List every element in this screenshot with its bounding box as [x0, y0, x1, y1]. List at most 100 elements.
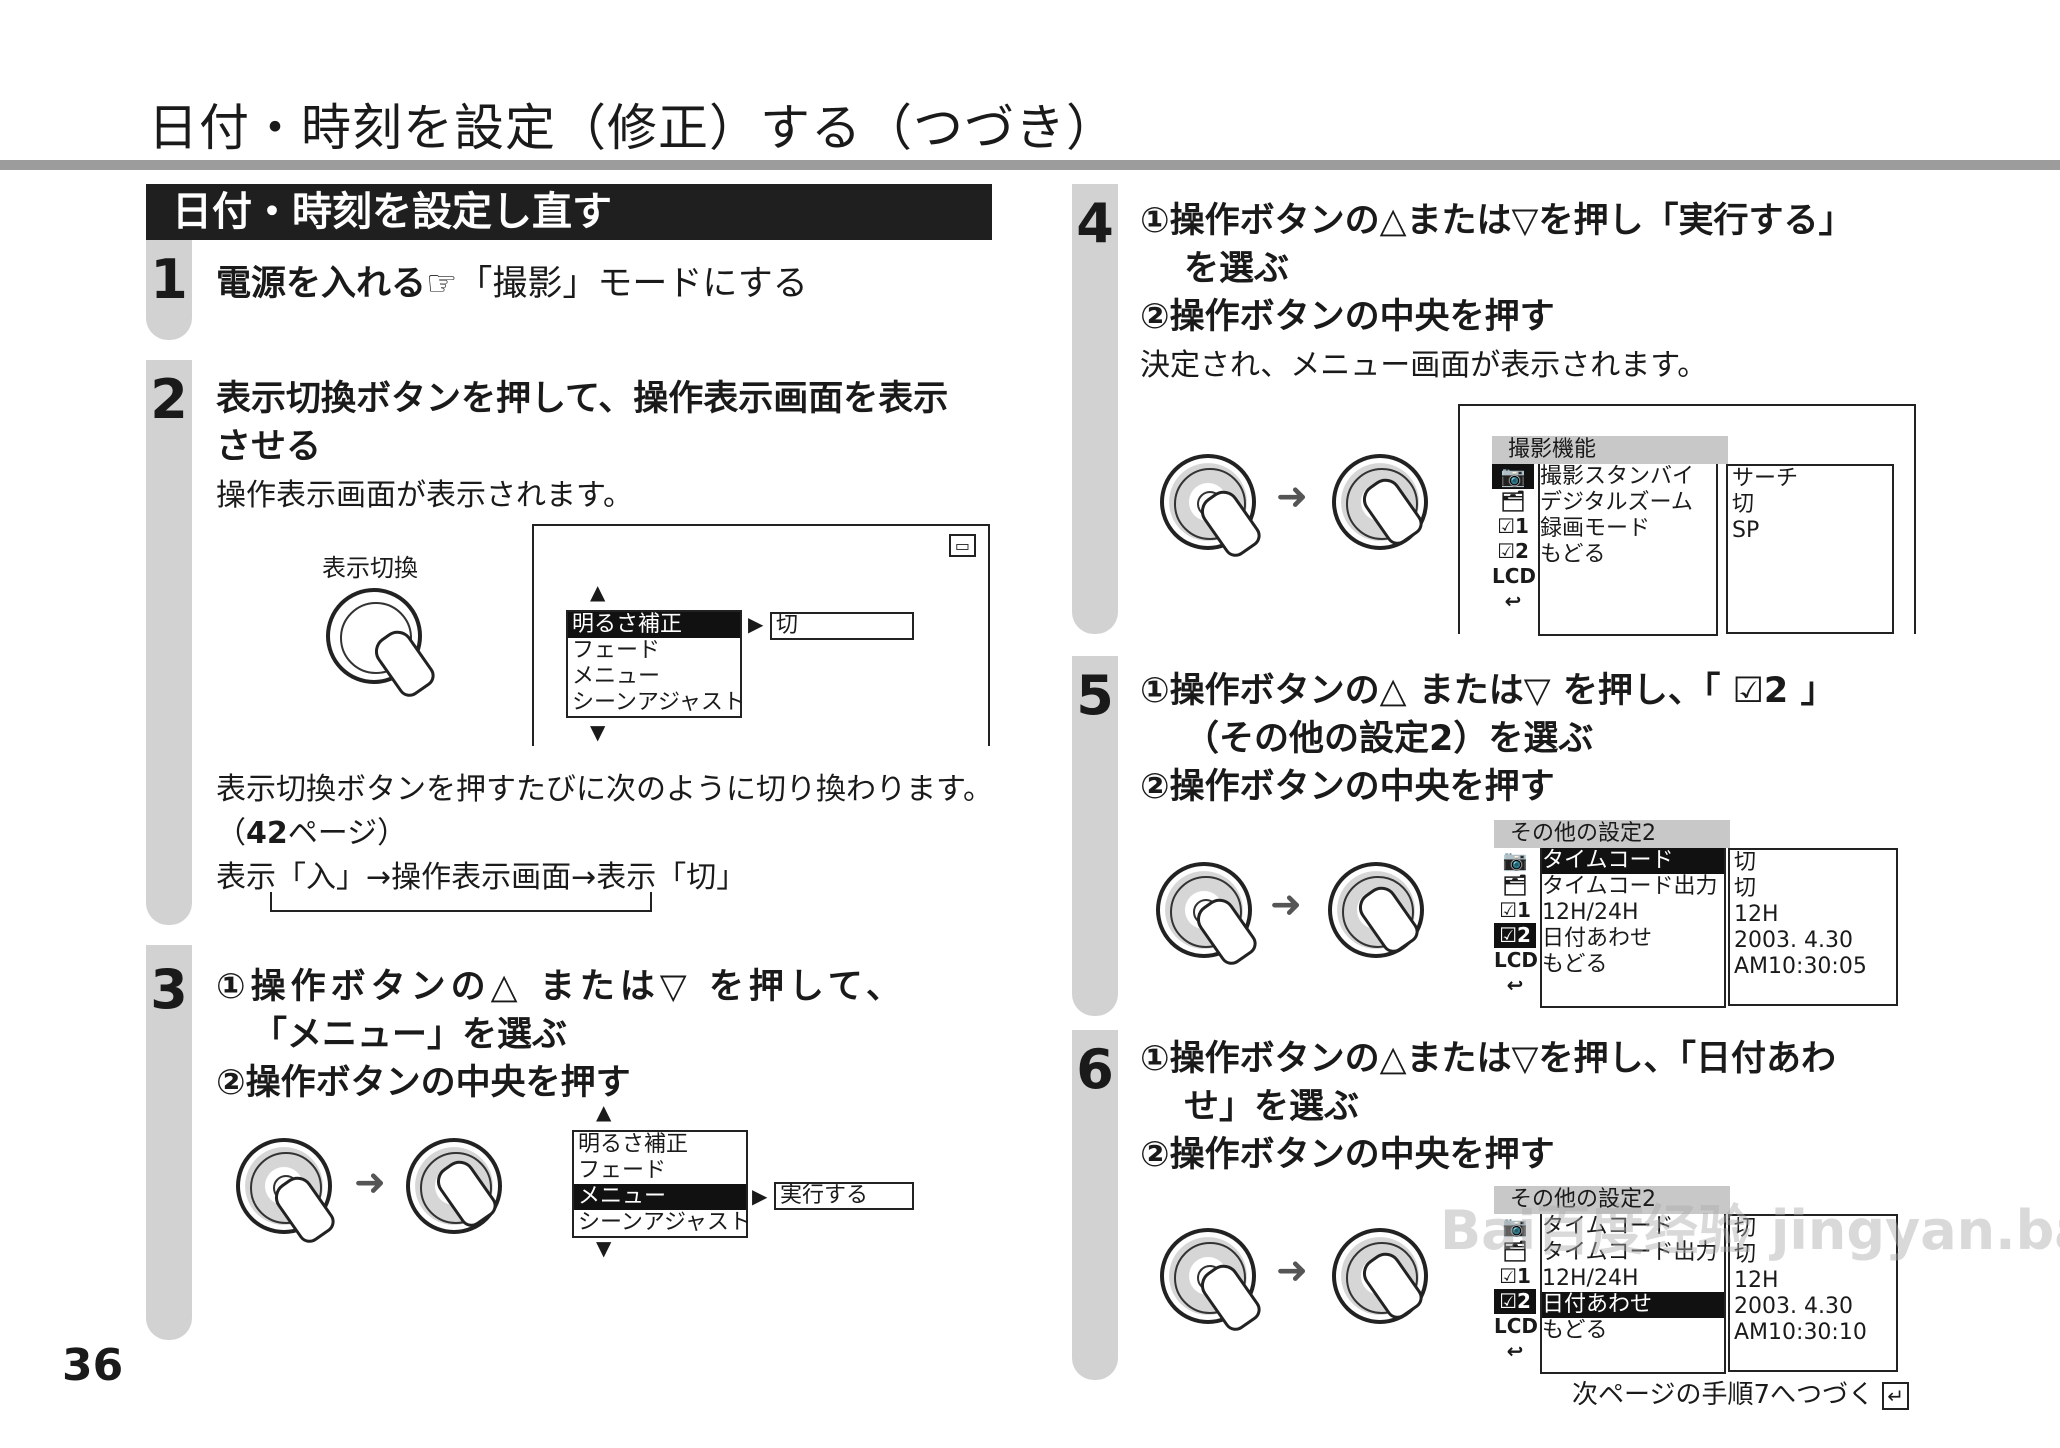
up-triangle-icon: ▲ — [590, 580, 606, 604]
lcd-icon: LCD — [1494, 948, 1539, 972]
step2-desc: 操作表示画面が表示されます。 — [216, 478, 633, 513]
step-bar — [146, 360, 192, 925]
step-number: 6 — [1076, 1038, 1114, 1101]
settings2-icon: ☑2 — [1497, 539, 1529, 563]
menu-item: フェード — [572, 638, 661, 663]
menu-item: デジタルズーム — [1540, 490, 1693, 515]
menu-item: 録画モード — [1540, 516, 1651, 541]
menu-item: シーンアジャスト — [578, 1210, 751, 1235]
step6-line-1: ①操作ボタンの△または▽を押し、「日付あわ — [1140, 1039, 1836, 1079]
step1-bold: 電源を入れる — [216, 264, 427, 304]
step2-note-3: 表示「入」→操作表示画面→表示「切」 — [216, 860, 747, 895]
menu-title: その他の設定2 — [1494, 1186, 1730, 1214]
step-number: 2 — [150, 368, 188, 431]
operation-menu: 明るさ補正 フェード メニュー シーンアジャスト — [572, 1130, 751, 1238]
step4-line-2: を選ぶ — [1184, 249, 1290, 289]
reference-icon: ☞ — [426, 264, 458, 304]
step-number: 1 — [150, 248, 188, 311]
step4-line-3: ②操作ボタンの中央を押す — [1140, 297, 1555, 337]
menu-values: 切 切 12H 2003. 4.30 AM10:30:05 — [1728, 848, 1898, 1006]
arrow-icon: ➜ — [1270, 882, 1302, 926]
menu-value: 12H — [1734, 1268, 1779, 1293]
menu-item: 12H/24H — [1542, 900, 1639, 925]
camera-icon: 📷 — [1502, 848, 1528, 872]
menu-value: 切 — [1734, 876, 1757, 901]
menu-value: 切 — [1734, 850, 1757, 875]
menu-value: 切 — [770, 612, 914, 640]
menu-item: もどる — [1542, 952, 1608, 977]
camera-icon: 📷 — [1492, 464, 1534, 489]
section-title: 日付・時刻を設定し直す — [146, 184, 992, 240]
step-number: 3 — [150, 958, 188, 1021]
down-triangle-icon: ▼ — [596, 1236, 612, 1260]
page-reference: 42 — [246, 816, 288, 851]
step-bar — [1072, 1030, 1118, 1380]
arrow-icon: ➜ — [1276, 1248, 1308, 1292]
step2-note-2: （42ページ） — [216, 816, 408, 851]
menu-value: サーチ — [1732, 466, 1799, 491]
right-triangle-icon: ▶ — [752, 1184, 768, 1208]
menu-value: 切 — [1734, 1242, 1757, 1267]
step5-line-3: ②操作ボタンの中央を押す — [1140, 767, 1555, 807]
up-triangle-icon: ▲ — [596, 1100, 612, 1124]
settings1-icon: ☑1 — [1497, 514, 1529, 538]
step1-rest: 「撮影」モードにする — [457, 264, 808, 304]
step4-line-1: ①操作ボタンの△または▽を押し「実行する」 — [1140, 201, 1854, 241]
step-number: 5 — [1076, 664, 1114, 727]
step3-line-2: 「メニュー」を選ぶ — [252, 1015, 568, 1055]
step-bar — [146, 240, 192, 340]
lcd-icon: LCD — [1492, 564, 1537, 588]
menu-item: 日付あわせ — [1542, 926, 1653, 951]
step5-line-2: （その他の設定2）を選ぶ — [1184, 719, 1594, 759]
lcd-icon: LCD — [1494, 1314, 1539, 1338]
menu-item: タイムコード — [1542, 1214, 1674, 1239]
menu-item: フェード — [578, 1158, 667, 1183]
step2-heading-2: させる — [216, 427, 322, 467]
step1-text: 電源を入れる☞「撮影」モードにする — [216, 255, 808, 306]
menu-value: 2003. 4.30 — [1734, 1294, 1853, 1319]
menu-icon-column: 📷 🗂 ☑1 ☑2 LCD ↩ — [1494, 848, 1539, 998]
menu-value: 切 — [1732, 492, 1755, 517]
menu-item: メニュー — [572, 664, 661, 689]
menu-list: タイムコード タイムコード出力 12H/24H 日付あわせ もどる — [1540, 1214, 1726, 1374]
watermark: Bai百度经验 jingyan.baidu.com — [1440, 1199, 2060, 1262]
playback-icon: 🗂 — [1500, 489, 1526, 513]
arrow-icon: ➜ — [1276, 474, 1308, 518]
continue-text: 次ページの手順7へつづく — [1572, 1380, 1875, 1410]
menu-item: シーンアジャスト — [572, 690, 745, 715]
menu-item: タイムコード出力 — [1542, 874, 1718, 899]
page-number: 36 — [62, 1340, 124, 1391]
step-bar — [1072, 656, 1118, 1016]
settings1-icon: ☑1 — [1499, 898, 1531, 922]
menu-icon-column: 📷 🗂 ☑1 ☑2 LCD ↩ — [1494, 1214, 1539, 1364]
menu-title: その他の設定2 — [1494, 820, 1730, 848]
return-icon: ↩ — [1504, 589, 1522, 613]
menu-item: もどる — [1542, 1318, 1608, 1343]
menu-value: 12H — [1734, 902, 1779, 927]
settings2-icon: ☑2 — [1494, 1289, 1536, 1314]
step2-heading-1: 表示切換ボタンを押して、操作表示画面を表示 — [216, 379, 949, 419]
down-triangle-icon: ▼ — [590, 720, 606, 744]
step-number: 4 — [1076, 192, 1114, 255]
menu-item: タイムコード出力 — [1542, 1240, 1718, 1265]
menu-value: 切 — [1734, 1216, 1757, 1241]
arrow-icon: ➜ — [354, 1160, 386, 1204]
playback-icon: 🗂 — [1502, 873, 1528, 897]
menu-value: 2003. 4.30 — [1734, 928, 1853, 953]
display-button-label: 表示切換 — [322, 554, 418, 582]
settings1-icon: ☑1 — [1499, 1264, 1531, 1288]
menu-value: SP — [1732, 518, 1760, 543]
step2-note-1: 表示切換ボタンを押すたびに次のように切り換わります。 — [216, 772, 993, 807]
step6-line-2: せ」を選ぶ — [1184, 1087, 1360, 1127]
menu-values: 切 切 12H 2003. 4.30 AM10:30:10 — [1728, 1214, 1898, 1372]
next-page-icon: ↵ — [1882, 1382, 1910, 1410]
step3-line-3: ②操作ボタンの中央を押す — [216, 1063, 631, 1103]
menu-item: 明るさ補正 — [568, 612, 740, 638]
step-bar — [1072, 184, 1118, 634]
step6-line-3: ②操作ボタンの中央を押す — [1140, 1135, 1555, 1175]
operation-menu: 明るさ補正 フェード メニュー シーンアジャスト — [566, 610, 745, 718]
menu-item: もどる — [1540, 542, 1606, 567]
operation-screen: ▭ ▲ 明るさ補正 フェード メニュー シーンアジャスト ▶ 切 ▼ — [532, 524, 990, 746]
playback-icon: 🗂 — [1502, 1239, 1528, 1263]
menu-item: 明るさ補正 — [578, 1132, 689, 1157]
